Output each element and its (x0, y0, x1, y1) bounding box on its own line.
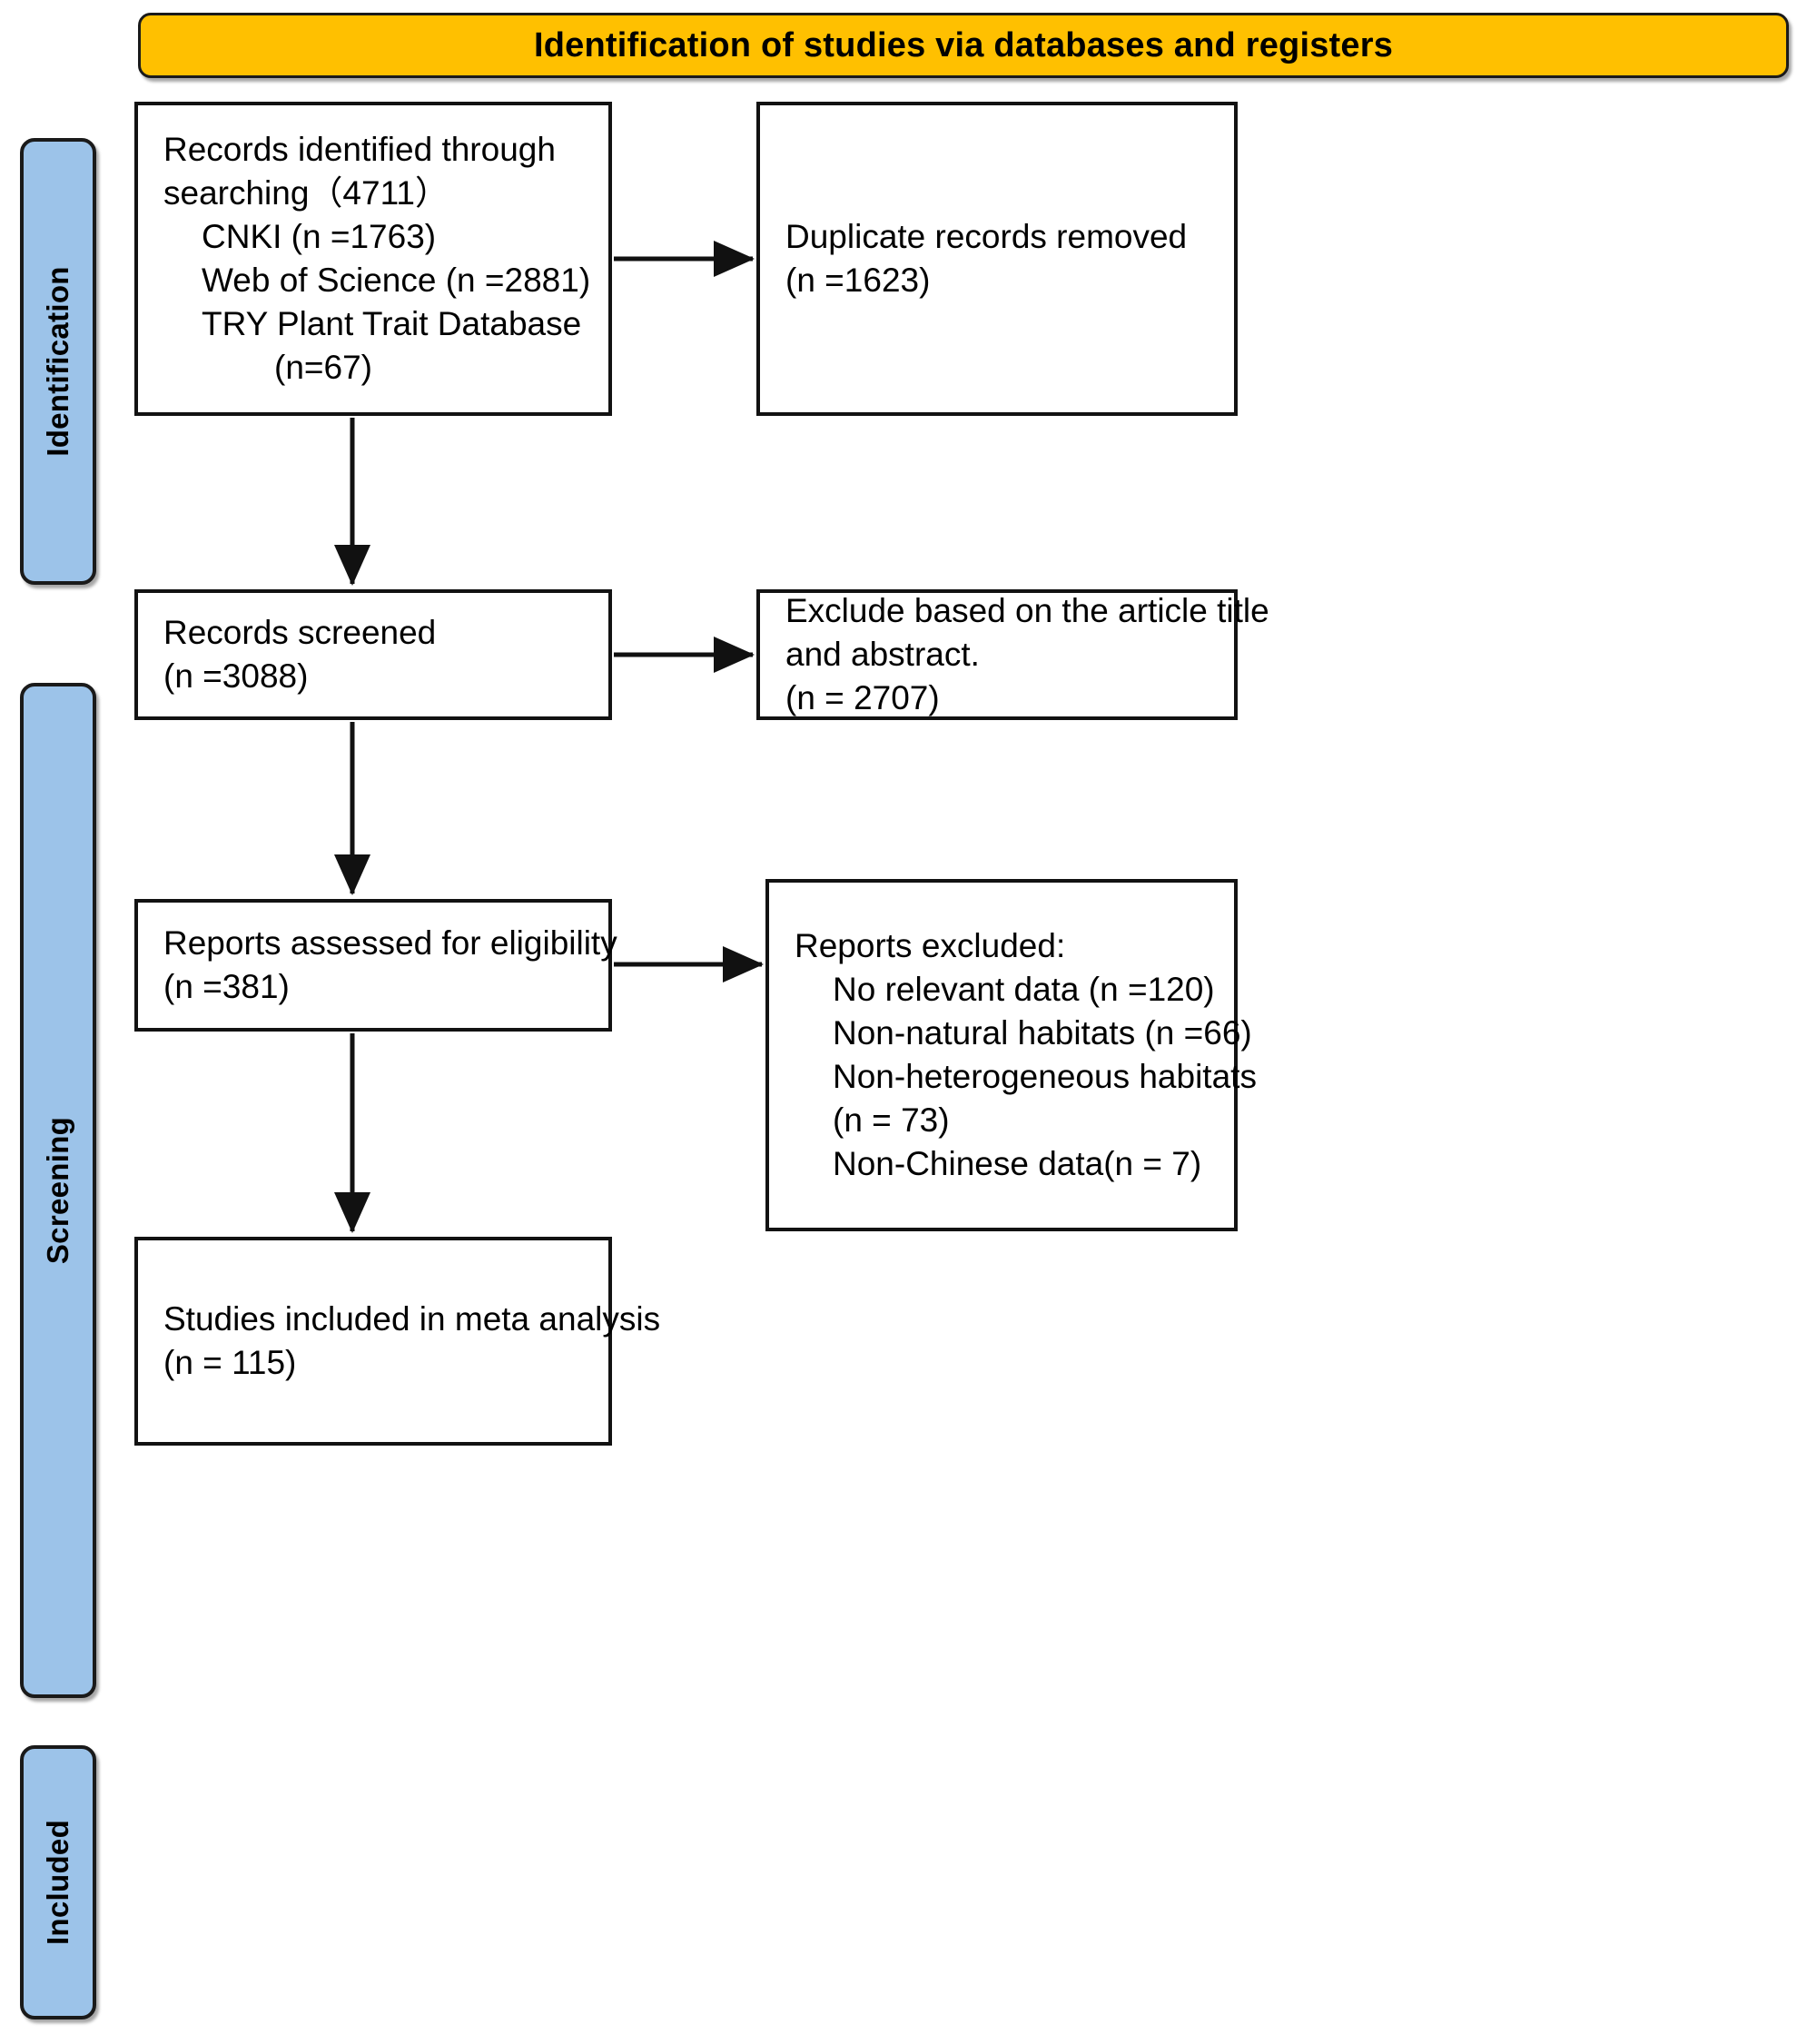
diagram-header-banner: Identification of studies via databases … (138, 13, 1789, 78)
records-screened-line-1: Records screened (163, 613, 437, 651)
reports-assessed-line-1: Reports assessed for eligibility (163, 923, 617, 962)
reports-excluded-reason-non-natural: Non-natural habitats (n =66) (833, 1013, 1252, 1052)
exclude-title-abstract-line-2: and abstract. (785, 635, 980, 673)
records-identified-line-2: searching（4711） (163, 173, 449, 212)
box-reports-assessed-eligibility: Reports assessed for eligibility (n =381… (134, 899, 617, 1032)
stage-label-screening: Screening (20, 683, 96, 1698)
reports-excluded-reason-no-relevant-data: No relevant data (n =120) (833, 970, 1215, 1008)
duplicate-records-line-2: (n =1623) (785, 262, 931, 299)
records-identified-source-try-count: (n=67) (274, 349, 372, 387)
records-identified-line-1: Records identified through (163, 130, 556, 168)
exclude-title-abstract-line-3: (n = 2707) (785, 679, 940, 717)
reports-excluded-heading: Reports excluded: (795, 926, 1066, 964)
box-studies-included: Studies included in meta analysis (n = 1… (134, 1237, 660, 1446)
reports-excluded-reason-non-chinese: Non-Chinese data(n = 7) (833, 1145, 1202, 1183)
reports-assessed-line-2: (n =381) (163, 968, 290, 1005)
box-records-screened: Records screened (n =3088) (134, 589, 612, 720)
records-identified-source-try: TRY Plant Trait Database (202, 305, 582, 343)
diagram-title: Identification of studies via databases … (533, 25, 1394, 64)
box-reports-excluded: Reports excluded: No relevant data (n =1… (765, 879, 1257, 1231)
duplicate-records-line-1: Duplicate records removed (785, 217, 1188, 255)
exclude-title-abstract-line-1: Exclude based on the article title (785, 591, 1269, 629)
records-identified-source-wos: Web of Science (n =2881) (202, 262, 591, 299)
box-exclude-title-abstract: Exclude based on the article title and a… (756, 589, 1269, 720)
box-duplicate-records-removed: Duplicate records removed (n =1623) (756, 102, 1238, 416)
box-records-identified: Records identified through searching（471… (134, 102, 612, 416)
records-screened-line-2: (n =3088) (163, 657, 309, 695)
reports-excluded-reason-non-heterogeneous-count: (n = 73) (833, 1101, 950, 1140)
studies-included-line-2: (n = 115) (163, 1344, 297, 1381)
stage-label-included: Included (20, 1745, 96, 2019)
stage-label-identification: Identification (20, 138, 96, 585)
records-identified-source-cnki: CNKI (n =1763) (202, 217, 437, 255)
reports-excluded-reason-non-heterogeneous: Non-heterogeneous habitats (833, 1058, 1257, 1095)
